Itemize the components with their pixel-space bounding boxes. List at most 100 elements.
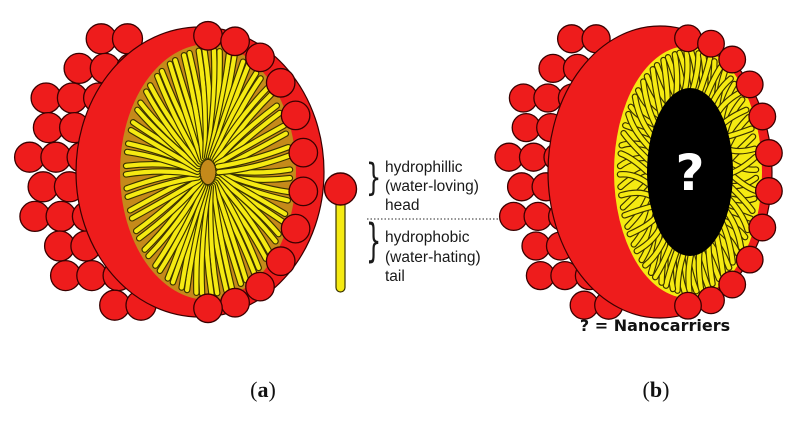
micelle-b-cross-section: ?: [547, 25, 773, 319]
tail: [125, 149, 200, 174]
head-sphere: [193, 20, 223, 51]
head-sphere: [63, 52, 95, 85]
tail: [214, 178, 272, 255]
head-sphere: [521, 231, 551, 261]
tail: [146, 182, 204, 259]
head-sphere: [735, 245, 764, 274]
tail: [123, 169, 200, 177]
head-sphere: [498, 201, 529, 232]
head-sphere: [754, 177, 783, 205]
head-sphere: [569, 290, 599, 320]
micelle-a-front-heads: [193, 20, 319, 324]
head-sphere: [533, 83, 563, 113]
legend-tail-icon: [335, 199, 346, 293]
micelle-b-front-heads: [674, 24, 783, 320]
micelle-a-cross-section: [75, 26, 325, 318]
tail: [216, 153, 292, 175]
head-sphere: [45, 200, 77, 233]
head-sphere: [748, 102, 777, 131]
legend: } hydrophillic (water-loving) head } hyd…: [323, 157, 505, 293]
head-label-line1: hydrophillic: [385, 159, 463, 176]
panel-label-b-close: ): [662, 377, 669, 402]
head-sphere: [511, 112, 541, 143]
tail: [155, 74, 203, 164]
tail-label-line1: hydrophobic: [385, 229, 470, 246]
panel-label-a-close: ): [269, 377, 276, 402]
head-sphere: [40, 141, 72, 173]
head-sphere: [697, 286, 725, 315]
head-sphere: [523, 201, 553, 232]
head-sphere: [718, 45, 747, 74]
tail: [212, 182, 249, 283]
micelle-a: [13, 20, 325, 324]
head-sphere: [32, 111, 65, 144]
nanocarriers-caption: ? = Nanocarriers: [580, 316, 730, 335]
head-sphere: [538, 53, 568, 84]
tail: [212, 85, 270, 162]
head-sphere: [27, 171, 59, 203]
head-sphere: [288, 176, 319, 207]
panel-label-a-open: (: [250, 377, 257, 402]
head-sphere: [76, 259, 108, 292]
tail: [213, 103, 279, 164]
panel-label-b-letter: b: [650, 377, 662, 402]
tail: [210, 183, 235, 291]
tail: [135, 107, 201, 169]
tail-brace-icon: }: [366, 213, 381, 267]
head-sphere: [49, 259, 82, 292]
head-sphere: [288, 137, 319, 168]
tail: [157, 183, 206, 273]
head-label-line3: head: [385, 197, 419, 214]
head-sphere: [697, 29, 725, 58]
tail: [144, 89, 202, 166]
tail: [618, 151, 650, 174]
head-sphere: [280, 213, 311, 244]
tail: [617, 172, 650, 186]
tail: [216, 172, 288, 216]
head-label-line2: (water-loving): [385, 178, 479, 195]
head-sphere: [674, 291, 702, 320]
tail: [130, 177, 201, 221]
tail: [128, 128, 200, 172]
tail: [125, 175, 201, 199]
tail: [215, 145, 291, 169]
head-sphere: [494, 142, 524, 172]
head-sphere: [220, 26, 251, 57]
tail: [216, 170, 291, 195]
head-sphere: [56, 82, 89, 114]
head-sphere: [518, 142, 549, 172]
tail-label-line3: tail: [385, 268, 405, 285]
micelle-a-tails: [122, 46, 294, 298]
head-sphere: [525, 260, 556, 291]
panel-label-a-letter: a: [258, 377, 269, 402]
panel-label-b-open: (: [643, 377, 650, 402]
head-sphere: [30, 82, 62, 114]
tail: [167, 61, 204, 162]
head-sphere: [85, 23, 117, 55]
panel-label-a: (a): [250, 377, 276, 402]
tail: [210, 71, 259, 161]
tail: [621, 131, 651, 162]
head-sphere: [748, 213, 777, 242]
tail: [619, 190, 652, 198]
nanocarrier-question-mark: ?: [675, 144, 704, 202]
head-sphere: [718, 270, 747, 299]
head-sphere: [506, 172, 537, 202]
tail: [215, 175, 281, 237]
tail: [215, 123, 286, 167]
legend-head-icon: [323, 172, 358, 206]
head-sphere: [265, 246, 296, 277]
nanocarrier-core: [647, 88, 733, 256]
panel-label-b: (b): [643, 377, 670, 402]
head-sphere: [19, 200, 51, 233]
tail: [137, 180, 203, 241]
head-sphere: [754, 139, 783, 167]
tail: [213, 180, 261, 270]
head-sphere: [674, 24, 702, 53]
head-sphere: [245, 271, 275, 302]
head-sphere: [220, 287, 251, 318]
head-sphere: [43, 230, 76, 262]
head-sphere: [508, 83, 539, 113]
head-sphere: [556, 24, 587, 54]
head-sphere: [265, 67, 296, 98]
